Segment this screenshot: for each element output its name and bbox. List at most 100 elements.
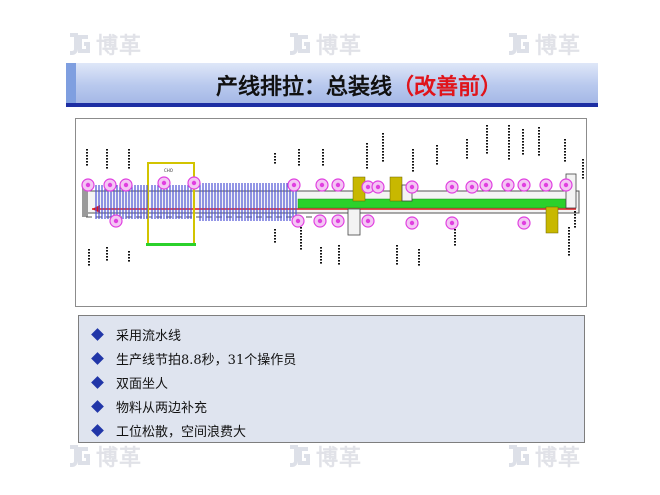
label-tick (508, 158, 510, 160)
label-tick (338, 254, 340, 256)
label-tick (564, 154, 566, 156)
label-tick (86, 164, 88, 166)
list-item: 采用流水线 (89, 322, 584, 346)
label-tick (466, 148, 468, 150)
label-tick (574, 223, 576, 225)
label-tick (106, 161, 108, 163)
brand-mark-icon (509, 33, 529, 55)
list-item: 生产线节拍8.8秒，31个操作员 (89, 346, 584, 370)
label-tick (412, 167, 414, 169)
label-tick (86, 158, 88, 160)
label-tick (338, 248, 340, 250)
operator-dot (505, 182, 511, 188)
label-tick (274, 153, 276, 155)
label-tick (366, 158, 368, 160)
label-tick (106, 250, 108, 252)
label-tick (128, 149, 130, 151)
label-tick (338, 260, 340, 262)
label-tick (418, 261, 420, 263)
label-tick (568, 233, 570, 235)
operator-icon (445, 180, 459, 194)
label-tick (128, 161, 130, 163)
label-tick (466, 154, 468, 156)
label-tick (366, 152, 368, 154)
label-tick (436, 148, 438, 150)
label-tick (128, 254, 130, 256)
label-tick (418, 264, 420, 266)
operator-dot (107, 182, 113, 188)
label-tick (454, 238, 456, 240)
label-tick (128, 167, 130, 169)
label-tick (382, 145, 384, 147)
label-tick (300, 239, 302, 241)
label-tick (486, 143, 488, 145)
label-ticks (86, 125, 584, 266)
brand-mark-icon (509, 445, 529, 467)
label-tick (436, 151, 438, 153)
label-tick (568, 230, 570, 232)
label-tick (436, 157, 438, 159)
label-tick (582, 171, 584, 173)
operator-dot (365, 218, 371, 224)
label-tick (366, 143, 368, 145)
operator-icon (291, 214, 305, 228)
operator-icon (517, 178, 531, 192)
operator-icon (517, 216, 531, 230)
label-tick (300, 227, 302, 229)
label-tick (320, 250, 322, 252)
assembly-line-layout-diagram: CHO (75, 118, 587, 307)
label-tick (298, 158, 300, 160)
watermark-logo: 博革 (505, 28, 581, 60)
label-tick (564, 148, 566, 150)
operator-icon (287, 178, 301, 192)
list-item-text: 双面坐人 (116, 376, 169, 392)
label-tick (454, 241, 456, 243)
label-tick (508, 137, 510, 139)
label-tick (508, 146, 510, 148)
layout-drawing: CHO (81, 125, 584, 266)
list-item-text: 采用流水线 (116, 328, 182, 344)
label-tick (366, 149, 368, 151)
label-tick (574, 217, 576, 219)
label-tick (128, 152, 130, 154)
label-tick (582, 159, 584, 161)
label-tick (322, 164, 324, 166)
label-tick (522, 150, 524, 152)
label-tick (436, 163, 438, 165)
watermark-logo: 博革 (66, 440, 142, 472)
label-tick (508, 125, 510, 127)
label-tick (274, 238, 276, 240)
brand-mark-icon (70, 445, 90, 467)
operator-icon (331, 214, 345, 228)
label-tick (322, 161, 324, 163)
label-tick (106, 167, 108, 169)
label-tick (486, 134, 488, 136)
label-tick (396, 257, 398, 259)
frame-label: CHO (164, 168, 173, 173)
label-tick (538, 151, 540, 153)
operator-dot (291, 182, 297, 188)
label-tick (564, 142, 566, 144)
operators (81, 176, 573, 230)
label-tick (568, 239, 570, 241)
label-tick (366, 164, 368, 166)
operator-icon (315, 178, 329, 192)
label-tick (508, 140, 510, 142)
label-tick (466, 142, 468, 144)
operator-dot (365, 184, 371, 190)
label-tick (418, 252, 420, 254)
operator-dot (563, 182, 569, 188)
label-tick (412, 158, 414, 160)
key-points-panel: 采用流水线 生产线节拍8.8秒，31个操作员 双面坐人 物料从两边补充 工位松散… (78, 315, 585, 443)
label-tick (418, 258, 420, 260)
label-tick (298, 161, 300, 163)
label-tick (366, 167, 368, 169)
label-tick (128, 251, 130, 253)
label-tick (396, 260, 398, 262)
label-tick (106, 152, 108, 154)
label-tick (508, 152, 510, 154)
operator-dot (409, 184, 415, 190)
operator-dot (113, 218, 119, 224)
label-tick (338, 263, 340, 265)
label-tick (568, 251, 570, 253)
